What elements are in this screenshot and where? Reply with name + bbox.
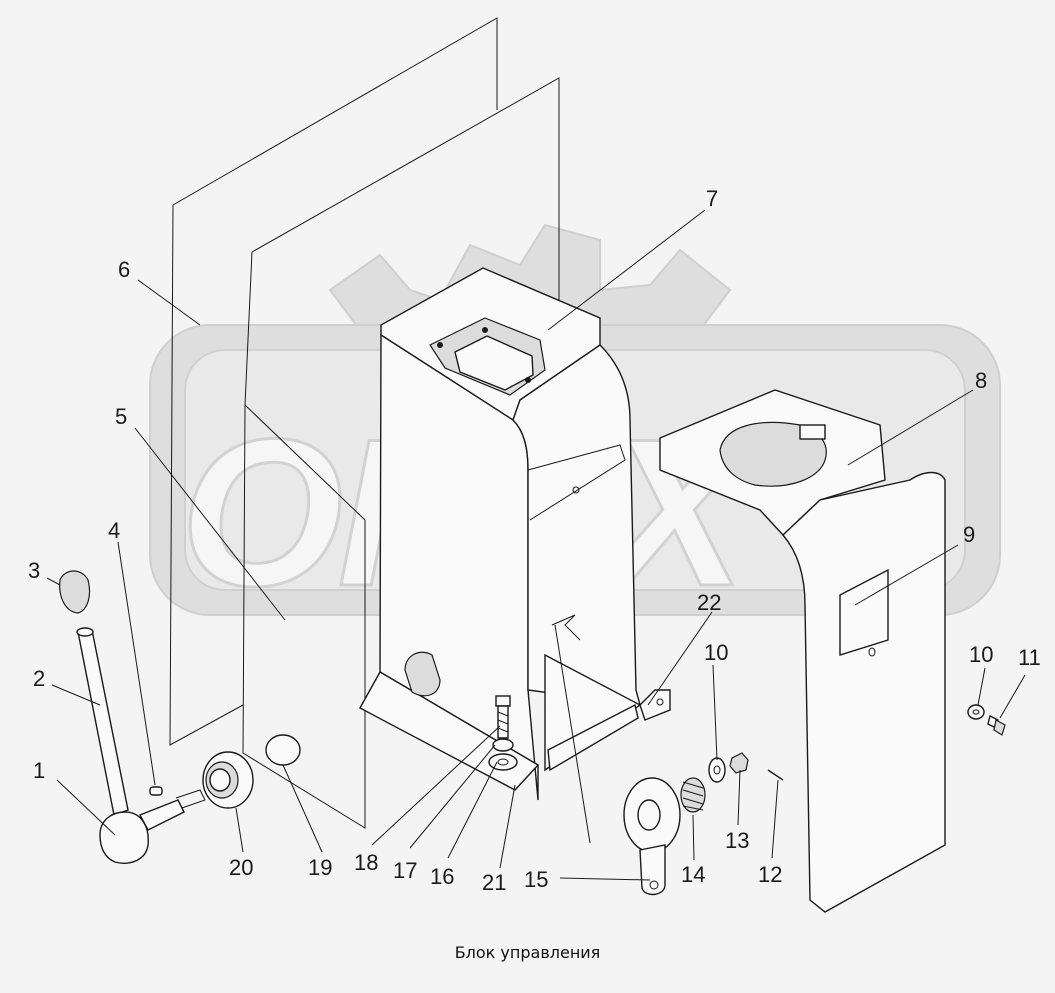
diagram-caption: Блок управления	[454, 943, 601, 962]
part-20-bushing	[202, 751, 254, 809]
callout-21: 21	[482, 870, 506, 895]
part-6-rear-panel	[169, 17, 498, 746]
callout-10-left: 10	[704, 640, 728, 665]
leader-lines	[46, 209, 1026, 881]
callout-19: 19	[308, 855, 332, 880]
callout-22: 22	[697, 590, 721, 615]
callout-20: 20	[229, 855, 253, 880]
part-10-washer	[708, 757, 726, 783]
callout-15: 15	[524, 867, 548, 892]
part-1-knob	[99, 789, 206, 864]
callout-13: 13	[725, 828, 749, 853]
part-14-spring	[680, 777, 706, 813]
callout-18: 18	[354, 850, 378, 875]
callout-labels: 1 2 3 4 5 6 7 8 9 10 10 11 12 13 14 15 1…	[28, 186, 1041, 895]
callout-6: 6	[118, 257, 130, 282]
callout-10-right: 10	[969, 642, 993, 667]
part-18-bolt	[495, 695, 511, 739]
part-7-housing	[359, 267, 671, 801]
callout-5: 5	[115, 404, 127, 429]
callout-8: 8	[975, 368, 987, 393]
callout-7: 7	[706, 186, 718, 211]
callout-1: 1	[33, 758, 45, 783]
callout-12: 12	[758, 862, 782, 887]
callout-4: 4	[108, 518, 120, 543]
callout-2: 2	[33, 666, 45, 691]
part-15-lever	[623, 777, 681, 896]
part-19-panel-hole	[265, 734, 301, 766]
callout-16: 16	[430, 864, 454, 889]
callout-17: 17	[393, 858, 417, 883]
part-11-screw	[987, 714, 1006, 736]
part-10-washer-right	[967, 704, 985, 720]
part-5-panel-sheet	[242, 77, 560, 829]
part-2-rod	[76, 627, 129, 816]
callout-11: 11	[1018, 645, 1041, 670]
part-12-cotter-pin	[767, 769, 784, 781]
part-4-key	[149, 786, 163, 796]
callout-9: 9	[963, 522, 975, 547]
callout-14: 14	[681, 862, 705, 887]
part-3-cap	[59, 570, 91, 614]
callout-3: 3	[28, 558, 40, 583]
part-13-nut	[729, 752, 749, 774]
part-8-side-cover	[659, 389, 946, 913]
part-16-washer	[488, 753, 518, 771]
part-17-washer	[492, 738, 514, 752]
